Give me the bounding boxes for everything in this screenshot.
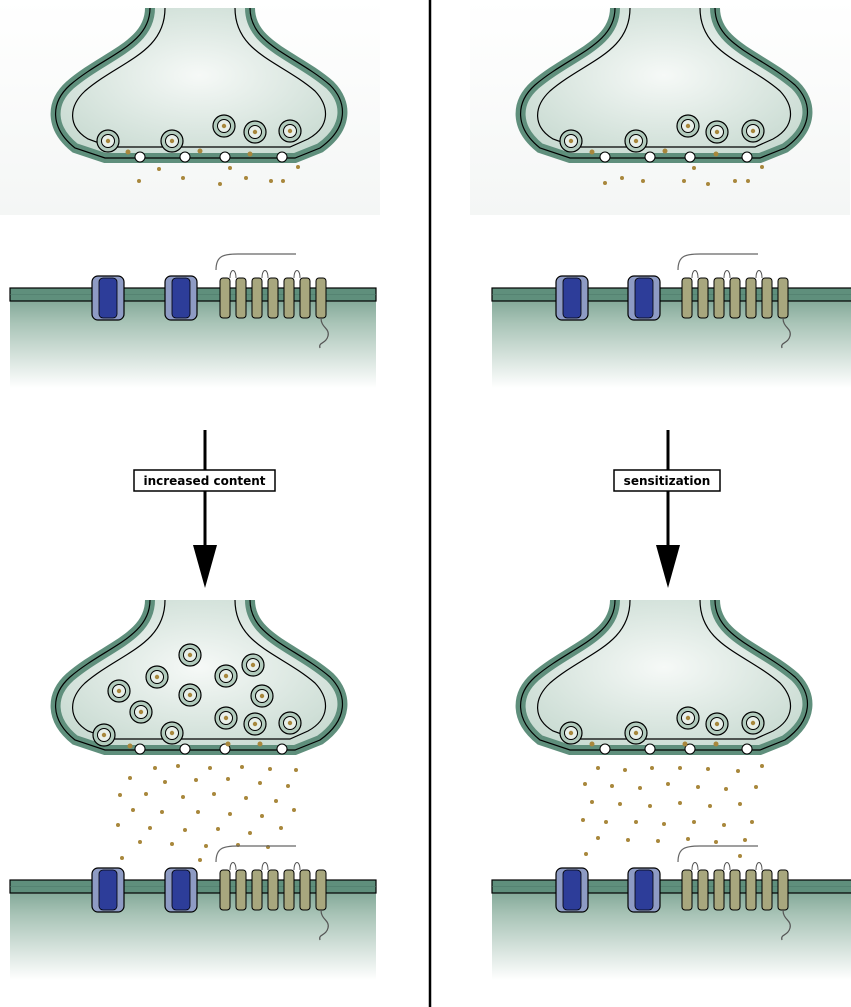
vesicle-icon	[146, 666, 168, 688]
vesicle-icon	[179, 644, 201, 666]
vesicle-icon	[677, 115, 699, 137]
vesicle-icon	[161, 722, 183, 744]
vesicle-icon	[93, 724, 115, 746]
vesicle-icon	[742, 712, 764, 734]
vesicle-icon	[279, 120, 301, 142]
ion-channel-icon	[92, 868, 124, 912]
vesicle-icon	[213, 115, 235, 137]
left-arrow: increased content	[134, 430, 275, 588]
vesicle-icon	[215, 707, 237, 729]
left-arrow-label: increased content	[143, 474, 265, 488]
ion-channel-icon	[92, 276, 124, 320]
vesicle-icon	[279, 712, 301, 734]
bottom-left-synapse	[10, 600, 376, 980]
vesicle-icon	[251, 685, 273, 707]
top-left-synapse	[0, 0, 380, 388]
ion-channel-icon	[165, 868, 197, 912]
vesicle-icon	[560, 130, 582, 152]
vesicle-icon	[625, 722, 647, 744]
vesicle-icon	[215, 665, 237, 687]
bottom-right-synapse	[492, 600, 851, 980]
ion-channel-icon	[165, 276, 197, 320]
vesicle-icon	[706, 121, 728, 143]
vesicle-icon	[161, 130, 183, 152]
ion-channel-icon	[628, 276, 660, 320]
neurotransmitter-dots	[581, 742, 764, 859]
ion-channel-icon	[556, 276, 588, 320]
vesicle-icon	[242, 654, 264, 676]
vesicle-icon	[742, 120, 764, 142]
ion-channel-icon	[628, 868, 660, 912]
vesicle-icon	[130, 701, 152, 723]
ion-channel-icon	[556, 868, 588, 912]
vesicle-icon	[560, 722, 582, 744]
vesicle-icon	[625, 130, 647, 152]
right-arrow-label: sensitization	[624, 474, 711, 488]
neurotransmitter-dots	[116, 742, 298, 863]
right-arrow: sensitization	[614, 430, 720, 588]
top-right-synapse	[470, 0, 851, 388]
vesicle-icon	[179, 684, 201, 706]
vesicle-icon	[97, 130, 119, 152]
vesicle-icon	[706, 713, 728, 735]
vesicle-icon	[244, 713, 266, 735]
vesicle-icon	[677, 707, 699, 729]
vesicle-icon	[244, 121, 266, 143]
vesicle-icon	[108, 680, 130, 702]
